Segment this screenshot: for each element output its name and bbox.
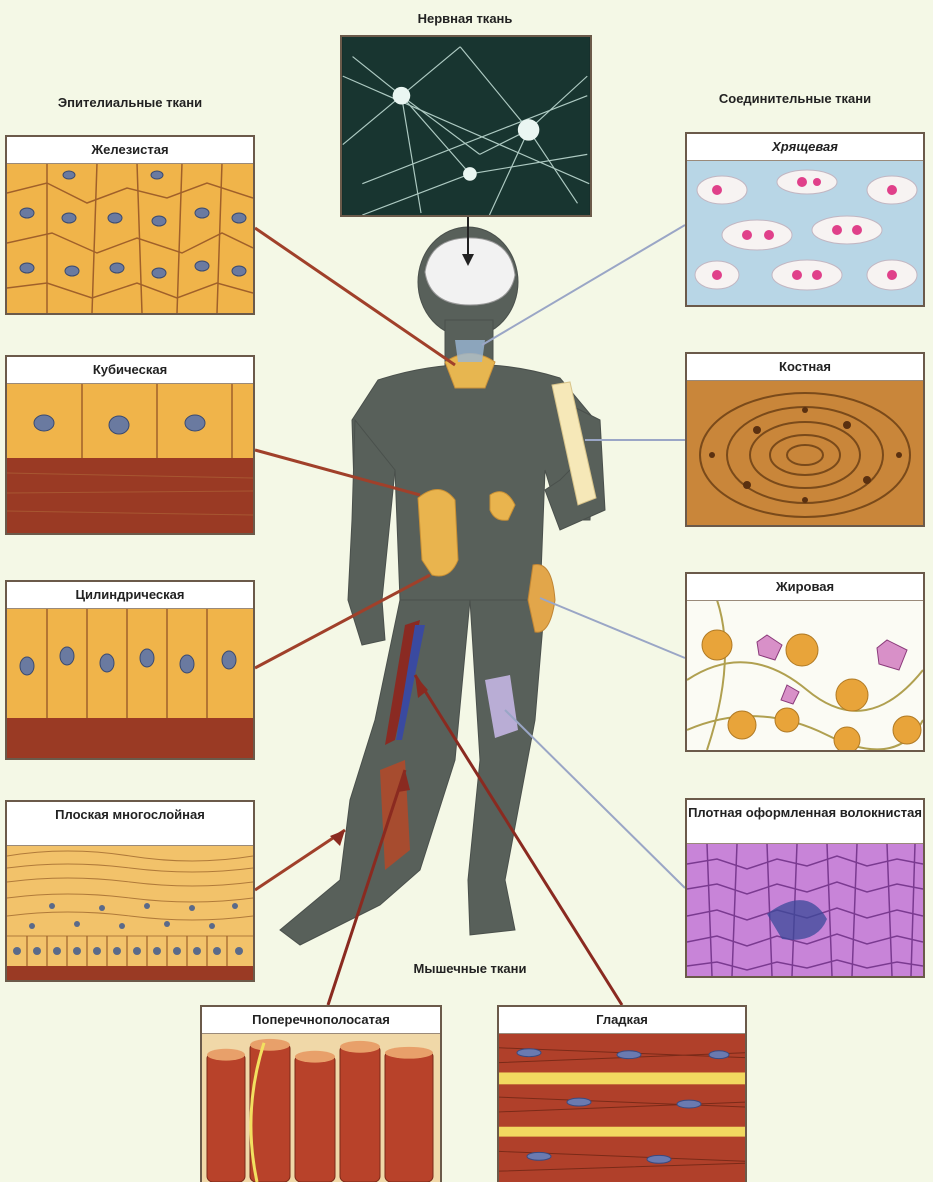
- panel-cubic: Кубическая: [5, 355, 255, 535]
- epithelial-tissue-title: Эпителиальные ткани: [55, 96, 205, 110]
- panel-cartilage-label: Хрящевая: [687, 134, 923, 161]
- squamous-art: [7, 846, 253, 980]
- cubic-art: [7, 383, 253, 533]
- panel-smooth-label: Гладкая: [499, 1007, 745, 1034]
- panel-glandular-label: Железистая: [7, 137, 253, 164]
- panel-bone: Костная: [685, 352, 925, 527]
- panel-striated: Поперечнополосатая: [200, 1005, 442, 1182]
- connective-tissue-title: Соединительные ткани: [710, 92, 880, 106]
- panel-striated-label: Поперечнополосатая: [202, 1007, 440, 1034]
- panel-bone-label: Костная: [687, 354, 923, 381]
- panel-cartilage: Хрящевая: [685, 132, 925, 307]
- cylindrical-art: [7, 608, 253, 758]
- dense-art: [687, 844, 923, 976]
- cartilage-art: [687, 160, 923, 305]
- panel-nervous: [340, 35, 592, 217]
- smooth-art: [499, 1033, 745, 1182]
- neuron-art: [342, 37, 590, 215]
- muscle-tissue-title: Мышечные ткани: [405, 962, 535, 976]
- panel-dense: Плотная оформленная волокнистая: [685, 798, 925, 978]
- brain-region: [425, 238, 515, 305]
- nervous-tissue-title: Нервная ткань: [360, 12, 570, 26]
- glandular-art: [7, 163, 253, 313]
- bone-art: [687, 380, 923, 525]
- panel-dense-label: Плотная оформленная волокнистая: [687, 800, 923, 844]
- panel-cylindrical: Цилиндрическая: [5, 580, 255, 760]
- panel-squamous: Плоская многослойная: [5, 800, 255, 982]
- panel-cubic-label: Кубическая: [7, 357, 253, 384]
- panel-cylindrical-label: Цилиндрическая: [7, 582, 253, 609]
- adipose-art: [687, 600, 923, 750]
- panel-smooth: Гладкая: [497, 1005, 747, 1182]
- panel-glandular: Железистая: [5, 135, 255, 315]
- panel-adipose: Жировая: [685, 572, 925, 752]
- striated-art: [202, 1033, 440, 1182]
- panel-adipose-label: Жировая: [687, 574, 923, 601]
- panel-squamous-label: Плоская многослойная: [7, 802, 253, 846]
